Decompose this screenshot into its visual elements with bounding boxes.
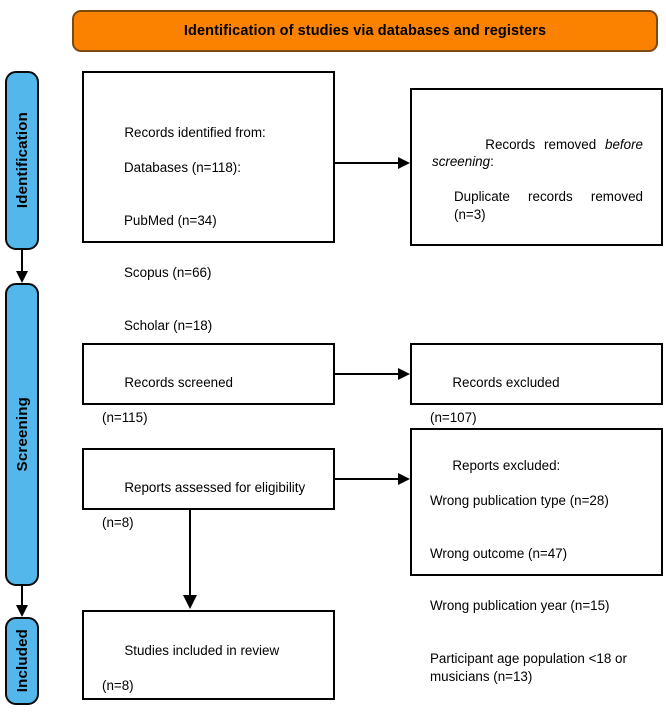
records-removed-item-0: Duplicate records removed (n=3) <box>454 189 647 222</box>
arrow-assessed-to-studies-included <box>176 510 204 610</box>
records-identified-item-2: Scopus (n=66) <box>124 265 212 281</box>
stage-label-included: Included <box>5 617 39 705</box>
box-studies-included-text: Studies included in review (n=8) Reports… <box>102 624 323 713</box>
box-records-removed: Records removed before screening: Duplic… <box>410 88 663 246</box>
records-identified-heading: Records identified from: <box>124 124 266 140</box>
reports-excluded-item-2: Wrong publication year (n=15) <box>430 598 610 614</box>
box-reports-excluded-text: Reports excluded: Wrong publication type… <box>430 439 651 713</box>
records-identified-item-3: Scholar (n=18) <box>124 318 213 334</box>
arrow-identified-to-removed <box>335 150 411 176</box>
stage-label-screening: Screening <box>5 283 39 586</box>
box-records-excluded: Records excluded (n=107) <box>410 343 663 425</box>
box-reports-excluded: Reports excluded: Wrong publication type… <box>410 428 663 684</box>
records-identified-item-0: Databases (n=118): <box>124 159 241 175</box>
records-removed-heading-tail: : <box>490 154 494 170</box>
box-records-screened: Records screened (n=115) <box>82 343 335 425</box>
records-excluded-line2: (n=107) <box>430 409 477 425</box>
arrow-identification-to-screening <box>5 250 39 284</box>
box-records-removed-text: Records removed before screening: Duplic… <box>432 118 643 259</box>
box-studies-included: Studies included in review (n=8) Reports… <box>82 610 335 700</box>
records-screened-line1: Records screened <box>124 374 233 390</box>
stage-label-screening-text: Screening <box>13 397 31 472</box>
box-records-identified-text: Records identified from: Databases (n=11… <box>102 106 323 370</box>
studies-included-line1: Studies included in review <box>124 642 280 658</box>
phase-banner-label: Identification of studies via databases … <box>183 23 547 39</box>
records-identified-item-1: PubMed (n=34) <box>124 212 217 228</box>
reports-excluded-heading: Reports excluded: <box>452 457 561 473</box>
phase-banner-identification: Identification of studies via databases … <box>72 10 658 52</box>
arrow-screened-to-excluded <box>335 361 411 387</box>
studies-included-line2: (n=8) <box>102 677 134 693</box>
stage-label-identification: Identification <box>5 71 39 250</box>
box-reports-assessed-text: Reports assessed for eligibility (n=8) <box>102 461 323 567</box>
reports-excluded-item-3: Participant age population <18 or musici… <box>430 651 631 684</box>
reports-assessed-line1: Reports assessed for eligibility <box>124 479 306 495</box>
box-records-identified: Records identified from: Databases (n=11… <box>82 71 335 333</box>
records-screened-line2: (n=115) <box>102 409 148 425</box>
box-reports-assessed: Reports assessed for eligibility (n=8) <box>82 448 335 530</box>
stage-label-included-text: Included <box>13 629 31 693</box>
records-excluded-line1: Records excluded <box>452 374 560 390</box>
reports-excluded-item-0: Wrong publication type (n=28) <box>430 492 609 508</box>
reports-assessed-line2: (n=8) <box>102 514 134 530</box>
stage-label-identification-text: Identification <box>13 112 31 209</box>
box-records-excluded-text: Records excluded (n=107) <box>430 356 651 462</box>
box-records-screened-text: Records screened (n=115) <box>102 356 323 462</box>
records-removed-heading-lead: Records removed <box>485 136 606 152</box>
reports-excluded-item-1: Wrong outcome (n=47) <box>430 545 568 561</box>
arrow-screening-to-included <box>5 586 39 618</box>
arrow-assessed-to-reports-excluded <box>335 466 411 492</box>
records-removed-heading-italic: before screening <box>432 136 647 170</box>
